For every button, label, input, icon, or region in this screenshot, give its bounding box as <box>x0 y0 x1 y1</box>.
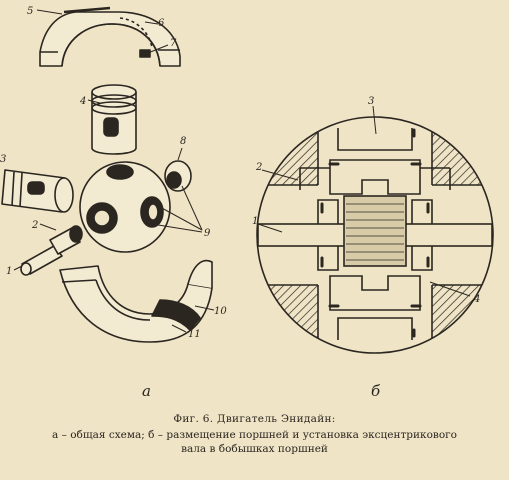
label-r2: 2 <box>255 162 262 173</box>
label-10: 10 <box>214 306 227 317</box>
leader-lines-right <box>257 105 471 297</box>
central-crosshead <box>79 161 171 253</box>
label-5: 5 <box>27 6 33 17</box>
subfigure-b-label: б <box>371 382 381 400</box>
lower-bearing <box>59 259 213 343</box>
label-4: 4 <box>79 96 86 107</box>
label-8: 8 <box>180 136 186 147</box>
caption-title: Фиг. 6. Двигатель Энидайн: <box>173 413 336 425</box>
label-9: 9 <box>204 228 211 239</box>
label-r3: 3 <box>368 96 374 107</box>
label-11: 11 <box>188 329 201 340</box>
section-view <box>256 105 494 354</box>
piston-3 <box>1 169 74 213</box>
label-6: 6 <box>158 18 165 29</box>
piston-4 <box>91 84 137 155</box>
label-3: 3 <box>0 154 6 165</box>
label-1: 1 <box>6 266 12 277</box>
subfigure-a-label: а <box>142 382 151 400</box>
label-r1: 1 <box>252 216 258 227</box>
caption-line-2: вала в бобышках поршней <box>181 443 328 455</box>
bearing-8 <box>164 160 192 192</box>
leader-lines-left <box>13 9 215 333</box>
label-r4: 4 <box>473 294 480 305</box>
exploded-view <box>1 6 215 343</box>
left-labels: 5 6 7 4 8 3 9 2 1 10 11 <box>0 6 227 340</box>
caption-line-1: а – общая схема; б – размещение поршней … <box>52 429 457 441</box>
right-labels: 3 2 1 4 <box>252 96 480 305</box>
eccentric-shaft <box>20 225 83 276</box>
upper-bearing-cap <box>39 6 181 67</box>
label-7: 7 <box>170 38 177 49</box>
label-2: 2 <box>31 220 38 231</box>
